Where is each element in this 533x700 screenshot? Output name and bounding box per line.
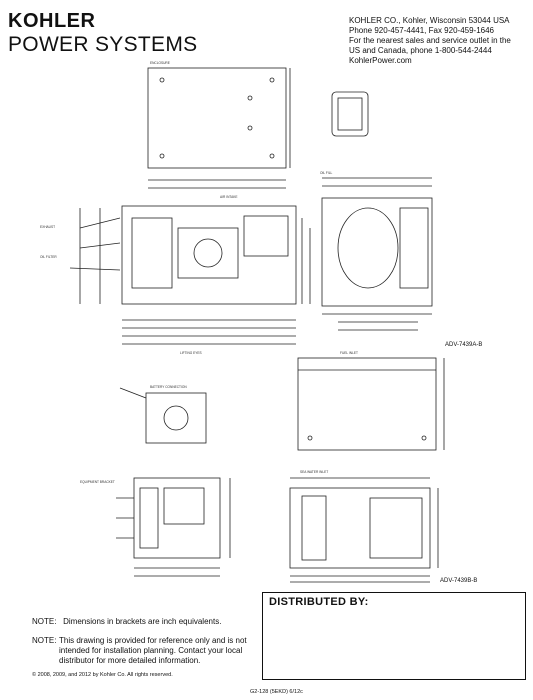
- front-view-outline: [121, 205, 297, 305]
- note-text: Dimensions in brackets are inch equivale…: [63, 617, 222, 626]
- distributor-title: DISTRIBUTED BY:: [269, 596, 369, 608]
- copyright: © 2008, 2009, and 2012 by Kohler Co. All…: [32, 672, 173, 678]
- svg-text:EQUIPMENT BRACKET: EQUIPMENT BRACKET: [80, 480, 115, 484]
- dimension-drawing: ENCLOSURE AIR INTAKE OIL FILL EXHAUST OI…: [40, 61, 482, 584]
- note-text: This drawing is provided for reference o…: [59, 636, 247, 665]
- svg-text:EXHAUST: EXHAUST: [40, 225, 55, 229]
- svg-text:BATTERY CONNECTION: BATTERY CONNECTION: [150, 385, 187, 389]
- lower-inset-outline: [145, 392, 207, 444]
- note-label: NOTE:: [32, 636, 57, 645]
- svg-text:OIL FILL: OIL FILL: [320, 171, 333, 175]
- note-label: NOTE:: [32, 617, 57, 626]
- contact-line: US and Canada, phone 1-800-544-2444: [349, 46, 492, 55]
- drawing-ref-b: ADV-7439B-B: [440, 578, 477, 584]
- contact-line: Phone 920-457-4441, Fax 920-459-1646: [349, 26, 494, 35]
- brand-logo-power-systems: POWER SYSTEMS: [8, 33, 198, 56]
- detail-view-outline: [331, 91, 369, 137]
- side-view-outline: [321, 197, 433, 307]
- svg-text:AIR INTAKE: AIR INTAKE: [220, 195, 237, 199]
- note-dimensions: NOTE: Dimensions in brackets are inch eq…: [32, 617, 221, 627]
- document-code: G2-128 (5EKD) 6/12c: [250, 689, 303, 695]
- svg-text:OIL FILTER: OIL FILTER: [40, 255, 57, 259]
- brand-logo-kohler: KOHLER: [8, 10, 96, 32]
- drawing-ref-a: ADV-7439A-B: [445, 342, 482, 348]
- lower-side-view-outline: [289, 487, 431, 569]
- svg-text:FUEL INLET: FUEL INLET: [340, 351, 358, 355]
- contact-line: KohlerPower.com: [349, 56, 412, 65]
- contact-line: KOHLER CO., Kohler, Wisconsin 53044 USA: [349, 16, 510, 25]
- top-view-outline: [147, 67, 287, 169]
- lower-front-view-outline: [133, 477, 221, 559]
- distributor-box: DISTRIBUTED BY:: [262, 592, 526, 680]
- lower-top-view-outline: [297, 357, 437, 451]
- contact-line: For the nearest sales and service outlet…: [349, 36, 511, 45]
- svg-text:LIFTING EYES: LIFTING EYES: [180, 351, 202, 355]
- svg-text:ENCLOSURE: ENCLOSURE: [150, 61, 170, 65]
- svg-text:SEA WATER INLET: SEA WATER INLET: [300, 470, 328, 474]
- contact-info: KOHLER CO., Kohler, Wisconsin 53044 USA …: [349, 16, 529, 66]
